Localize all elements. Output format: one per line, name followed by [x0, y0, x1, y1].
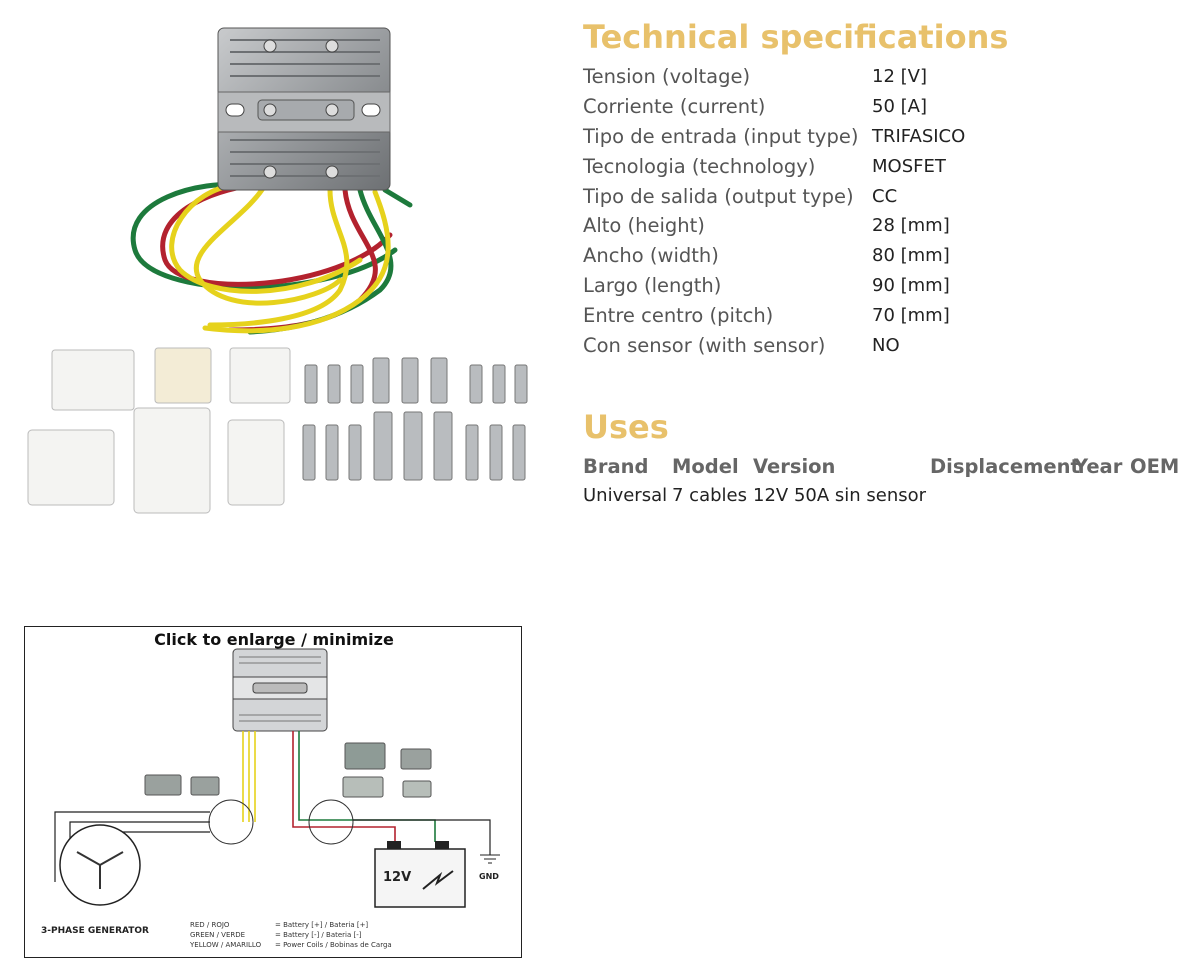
uses-header-oem: OEM	[1130, 455, 1180, 478]
spec-row: Tension (voltage) 12 [V]	[583, 62, 965, 92]
wiring-diagram[interactable]: Click to enlarge / minimize 3-PHASE GENE…	[24, 626, 522, 958]
battery-label: 12V	[383, 870, 411, 885]
uses-cell-brand: Universal	[583, 485, 668, 506]
terminals	[302, 357, 528, 481]
spec-label: Entre centro (pitch)	[583, 303, 774, 327]
spec-label: Corriente (current)	[583, 95, 766, 119]
uses-header-brand: Brand	[583, 455, 649, 478]
uses-header-year: Year	[1074, 455, 1123, 478]
spec-value: NO	[872, 334, 900, 356]
spec-value: 12 [V]	[872, 66, 927, 88]
connector-housings	[27, 347, 291, 514]
legend-wire: RED / ROJO	[190, 921, 230, 929]
spec-label: Tipo de salida (output type)	[583, 184, 854, 208]
legend-meaning: = Battery [-] / Bateria [-]	[275, 931, 362, 939]
spec-title: Technical specifications	[583, 18, 1009, 56]
spec-row: Entre centro (pitch) 70 [mm]	[583, 300, 965, 330]
spec-row: Ancho (width) 80 [mm]	[583, 241, 965, 271]
legend-wire: YELLOW / AMARILLO	[189, 941, 262, 949]
generator-label: 3-PHASE GENERATOR	[41, 926, 149, 936]
spec-label: Con sensor (with sensor)	[583, 333, 826, 357]
legend-meaning: = Battery [+] / Bateria [+]	[275, 921, 368, 929]
spec-value: 80 [mm]	[872, 245, 950, 267]
uses-header-displacement: Displacement	[930, 455, 1080, 478]
spec-label: Tension (voltage)	[583, 65, 751, 89]
enlarge-toggle-link[interactable]: Click to enlarge / minimize	[154, 630, 394, 649]
spec-row: Alto (height) 28 [mm]	[583, 211, 965, 241]
spec-row: Corriente (current) 50 [A]	[583, 92, 965, 122]
spec-row: Tecnologia (technology) MOSFET	[583, 151, 965, 181]
spec-value: 90 [mm]	[872, 274, 950, 296]
spec-row: Tipo de salida (output type) CC	[583, 181, 965, 211]
spec-row: Con sensor (with sensor) NO	[583, 330, 965, 360]
spec-row: Tipo de entrada (input type) TRIFASICO	[583, 122, 965, 152]
regulator-body	[217, 27, 391, 191]
spec-value: MOSFET	[872, 155, 946, 177]
spec-value: TRIFASICO	[872, 125, 966, 147]
wire-bundle	[130, 181, 413, 335]
spec-value: 50 [A]	[872, 96, 927, 118]
regulator-icon	[232, 648, 328, 732]
spec-label: Tecnologia (technology)	[583, 154, 816, 178]
uses-cell-version: 12V 50A sin sensor	[753, 485, 927, 506]
spec-label: Tipo de entrada (input type)	[583, 124, 859, 148]
uses-cell-model: 7 cables	[672, 485, 747, 506]
legend-wire: GREEN / VERDE	[190, 931, 245, 939]
legend-meaning: = Power Coils / Bobinas de Carga	[275, 941, 392, 949]
spec-row: Largo (length) 90 [mm]	[583, 271, 965, 301]
spec-label: Alto (height)	[583, 214, 705, 238]
uses-title: Uses	[583, 408, 669, 446]
uses-header-model: Model	[672, 455, 739, 478]
wiring-diagram-drawing: 3-PHASE GENERATOR 12V GND RED / ROJO = B…	[41, 648, 500, 949]
spec-label: Ancho (width)	[583, 244, 719, 268]
spec-value: 70 [mm]	[872, 304, 950, 326]
spec-label: Largo (length)	[583, 273, 722, 297]
gnd-label: GND	[479, 872, 499, 881]
uses-header-version: Version	[753, 455, 836, 478]
product-photo	[27, 27, 528, 514]
spec-value: 28 [mm]	[872, 215, 950, 237]
spec-value: CC	[872, 185, 898, 207]
battery-icon	[374, 848, 466, 908]
spec-table: Tension (voltage) 12 [V] Corriente (curre…	[583, 62, 965, 360]
